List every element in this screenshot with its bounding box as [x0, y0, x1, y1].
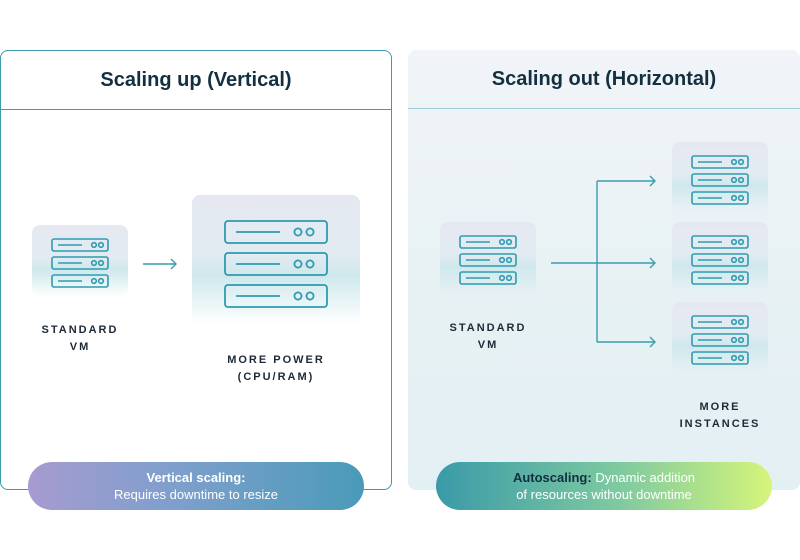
- autoscaling-note: Autoscaling: Dynamic addition of resourc…: [436, 462, 772, 510]
- standard-vm-label: STANDARD VM: [41, 324, 119, 353]
- vertical-scaling-note: Vertical scaling: Requires downtime to r…: [28, 462, 364, 510]
- more-power-label: MORE POWER (CPU/RAM): [227, 354, 325, 383]
- more-power-server-icon: [192, 195, 360, 325]
- horizontal-panel-title: Scaling out (Horizontal): [408, 50, 800, 109]
- instance-server-icon: [672, 302, 768, 372]
- instance-server-icon: [672, 142, 768, 212]
- standard-vm-server-icon: [32, 225, 128, 297]
- standard-vm-label-right: STANDARD VM: [449, 322, 527, 351]
- vertical-panel-title: Scaling up (Vertical): [1, 51, 391, 110]
- more-instances-label: MORE INSTANCES: [679, 401, 761, 430]
- standard-vm-server-icon-right: [440, 222, 536, 294]
- instance-server-icon: [672, 222, 768, 292]
